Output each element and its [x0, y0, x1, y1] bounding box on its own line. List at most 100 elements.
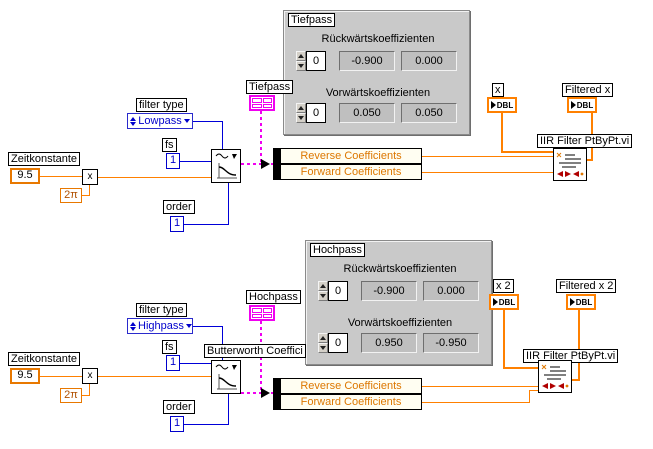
wire [98, 376, 211, 377]
zeitkonstante-label: Zeitkonstante [8, 352, 81, 366]
forward-coeff-1[interactable]: 0.050 [401, 103, 457, 123]
backward-coeff-label: Rückwärtskoeffizienten [321, 33, 435, 45]
multiply-node[interactable]: x [82, 368, 98, 384]
bundle-row-forward[interactable]: Forward Coefficients [280, 164, 422, 180]
iir-filter-vi-icon[interactable] [553, 148, 587, 181]
forward-coeff-0[interactable]: 0.950 [361, 333, 417, 353]
wire [578, 310, 580, 381]
cluster-terminal-label: Tiefpass [246, 80, 294, 94]
forward-coeff-0[interactable]: 0.050 [339, 103, 395, 123]
index-value[interactable]: 0 [306, 103, 326, 123]
wire [587, 159, 593, 161]
backward-index-control[interactable]: 0 [318, 281, 348, 301]
cluster-wire [241, 392, 273, 394]
fs-label: fs [162, 340, 177, 354]
wire [422, 402, 530, 403]
backward-coeff-label: Rückwärtskoeffizienten [343, 263, 457, 275]
index-down-icon[interactable] [296, 61, 306, 71]
zeitkonstante-label: Zeitkonstante [8, 152, 81, 166]
bundle-input-arrow-icon [261, 388, 270, 398]
cluster-title: Tiefpass [288, 13, 336, 27]
enum-dropdown-icon [184, 119, 190, 123]
forward-index-control[interactable]: 0 [296, 103, 326, 123]
tiefpass-cluster-panel: Tiefpass Rückwärtskoeffizienten 0 -0.900… [283, 10, 470, 135]
filtered-x-terminal-label: Filtered x [562, 83, 614, 97]
filter-type-enum[interactable]: Lowpass [127, 113, 193, 129]
cluster-terminal-icon[interactable] [249, 95, 275, 111]
terminal-arrow-icon [570, 101, 576, 109]
two-pi-constant[interactable]: 2π [60, 388, 82, 403]
wire [82, 195, 90, 196]
filter-type-enum[interactable]: Highpass [127, 318, 193, 334]
enum-value: Lowpass [138, 115, 182, 127]
terminal-arrow-icon [490, 101, 496, 109]
wire [222, 121, 223, 150]
order-constant[interactable]: 1 [170, 216, 184, 232]
x2-dbl-terminal[interactable]: DBL [489, 294, 519, 310]
wire [193, 326, 223, 327]
butterworth-coefficients-vi-icon[interactable] [211, 149, 241, 183]
backward-coeff-0[interactable]: -0.900 [339, 51, 395, 71]
wire [529, 390, 530, 403]
filtered-x2-dbl-terminal[interactable]: DBL [566, 294, 596, 310]
cluster-title: Hochpass [310, 243, 365, 257]
bundle-row-reverse[interactable]: Reverse Coefficients [280, 378, 422, 394]
x2-terminal-label: x 2 [493, 279, 514, 293]
enum-increment-icon[interactable] [130, 116, 136, 126]
index-up-icon[interactable] [296, 51, 306, 61]
backward-coeff-1[interactable]: 0.000 [401, 51, 457, 71]
cluster-wire [241, 163, 273, 165]
index-down-icon[interactable] [296, 113, 306, 123]
iir-filter-label: IIR Filter PtByPt.vi [523, 349, 619, 363]
wire [422, 386, 538, 387]
terminal-type: DBL [575, 297, 593, 307]
index-value[interactable]: 0 [328, 281, 348, 301]
wire [222, 326, 223, 360]
wire [572, 379, 580, 381]
wire [193, 121, 223, 122]
wire [529, 390, 538, 391]
iir-filter-vi-icon[interactable] [538, 360, 572, 393]
x-terminal-label: x [492, 83, 504, 97]
index-up-icon[interactable] [296, 103, 306, 113]
zeitkonstante-constant[interactable]: 9.5 [10, 368, 40, 384]
order-label: order [163, 400, 195, 414]
zeitkonstante-constant[interactable]: 9.5 [10, 168, 40, 184]
bundle-input-arrow-icon [261, 159, 270, 169]
cluster-terminal-icon[interactable] [249, 305, 275, 321]
backward-index-control[interactable]: 0 [296, 51, 326, 71]
backward-coeff-0[interactable]: -0.900 [361, 281, 417, 301]
wire [501, 151, 553, 153]
order-constant[interactable]: 1 [170, 416, 184, 432]
bundle-row-reverse[interactable]: Reverse Coefficients [280, 148, 422, 164]
fs-constant[interactable]: 1 [166, 355, 180, 371]
iir-filter-label: IIR Filter PtByPt.vi [537, 134, 633, 148]
enum-dropdown-icon [185, 324, 192, 328]
cluster-terminal-label: Hochpass [246, 290, 301, 304]
index-value[interactable]: 0 [328, 333, 348, 353]
wire [89, 185, 90, 196]
wire [228, 183, 229, 225]
forward-coeff-1[interactable]: -0.950 [423, 333, 479, 353]
multiply-node[interactable]: x [82, 169, 98, 185]
index-down-icon[interactable] [318, 343, 328, 353]
x-dbl-terminal[interactable]: DBL [487, 97, 517, 113]
index-up-icon[interactable] [318, 333, 328, 343]
two-pi-constant[interactable]: 2π [60, 188, 82, 203]
wire [89, 384, 90, 396]
butterworth-coefficients-vi-icon[interactable] [211, 360, 241, 394]
fs-label: fs [162, 138, 177, 152]
backward-coeff-1[interactable]: 0.000 [423, 281, 479, 301]
wire [40, 176, 82, 177]
index-down-icon[interactable] [318, 291, 328, 301]
enum-increment-icon[interactable] [130, 321, 136, 331]
bundle-row-forward[interactable]: Forward Coefficients [280, 394, 422, 410]
forward-index-control[interactable]: 0 [318, 333, 348, 353]
index-value[interactable]: 0 [306, 51, 326, 71]
fs-constant[interactable]: 1 [166, 153, 180, 169]
cluster-wire [260, 111, 262, 164]
filtered-x-dbl-terminal[interactable]: DBL [567, 97, 597, 113]
index-up-icon[interactable] [318, 281, 328, 291]
terminal-arrow-icon [569, 298, 575, 306]
